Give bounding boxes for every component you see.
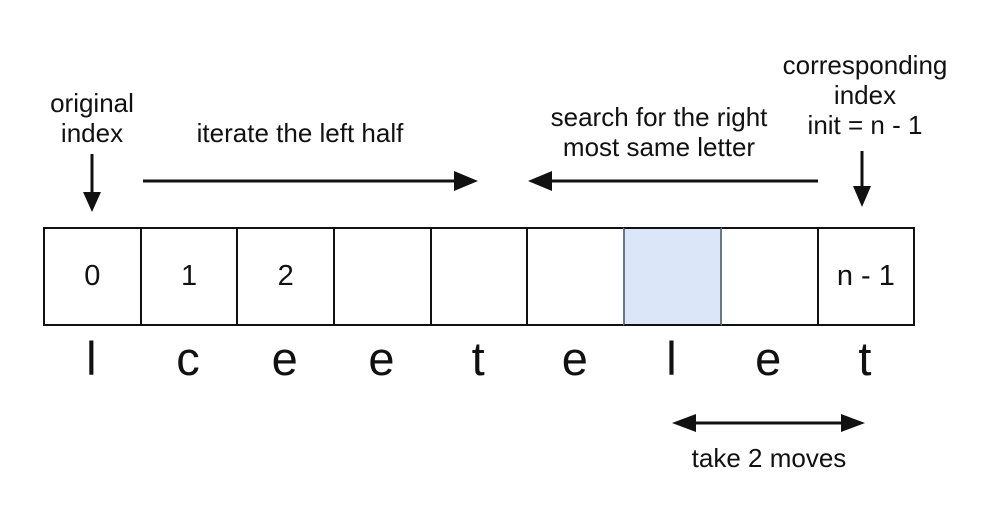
annotation-corresponding-index: corresponding index init = n - 1 [782,50,948,140]
right-arrow-iterate-left-icon [143,171,478,191]
letter-5: e [561,331,588,385]
cell-index-label: 0 [84,260,101,292]
array-cell-3 [333,227,432,326]
array-cell-4 [429,227,529,326]
down-arrow-original-index-icon [83,154,101,212]
array-cells: 0 1 2 n - 1 [43,227,916,326]
left-arrow-search-rightmost-icon [528,171,818,191]
array-cell-2: 2 [236,227,336,326]
down-arrow-corresponding-index-icon [853,151,871,207]
letter-1: c [176,331,200,385]
array-letters: l c e e t e l e t [43,331,913,385]
letter-2: e [271,331,298,385]
letter-3: e [368,331,395,385]
array-cell-7 [719,227,819,326]
annotation-take-2-moves: take 2 moves [691,443,847,473]
letter-4: t [471,331,485,385]
array-cell-5 [526,227,626,326]
annotation-iterate-left-half: iterate the left half [196,118,404,148]
array-cell-0: 0 [43,227,142,326]
annotation-search-rightmost-letter: search for the right most same letter [550,102,768,162]
array-cell-8: n - 1 [816,227,916,326]
letter-0: l [86,331,97,385]
letter-6: l [666,331,677,385]
letter-8: t [858,331,872,385]
double-arrow-take-2-moves-icon [672,414,865,432]
annotation-original-index: original index [50,88,134,148]
letter-7: e [755,331,782,385]
array-cell-1: 1 [139,227,239,326]
cell-index-label: 2 [277,260,294,292]
array-cell-6-highlighted [623,227,722,326]
cell-index-label: 1 [180,260,198,292]
cell-index-label: n - 1 [836,260,895,292]
